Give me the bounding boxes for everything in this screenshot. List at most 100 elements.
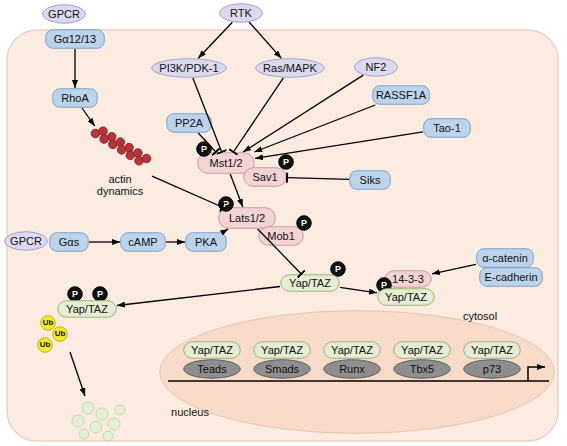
node-label: Ub [40, 340, 51, 349]
phosphate-badge: P [278, 154, 294, 170]
node-label: actin dynamics [88, 173, 152, 198]
receptor-oval: NF2 [354, 57, 398, 77]
activation-arrow [254, 105, 375, 152]
node-label: Mst1/2 [209, 157, 242, 170]
inhibition-connector [152, 176, 222, 207]
nucleus-ellipse: nucleusYap/TAZYap/TAZYap/TAZYap/TAZYap/T… [159, 310, 555, 434]
node-outline [53, 89, 98, 108]
node-label: RhoA [61, 92, 89, 105]
node-outline [464, 360, 521, 379]
node-outline [167, 114, 212, 133]
yap-taz-pill: Yap/TAZ [183, 341, 241, 359]
node-label: 14-3-3 [392, 273, 424, 286]
receptor-oval: GPCR [4, 231, 48, 251]
node-label: Lats1/2 [229, 212, 265, 225]
node-label: GPCR [48, 8, 80, 21]
node-label: P [283, 157, 289, 167]
node-label: Ub [43, 318, 54, 327]
activation-arrow [82, 108, 95, 126]
node-label: Mob1 [267, 230, 295, 243]
yap-taz-pill: Yap/TAZ [463, 341, 521, 359]
node-label: cAMP [128, 236, 157, 249]
degradation-fragment [96, 408, 108, 420]
yap-taz-pill: Yap/TAZ [323, 341, 381, 359]
node-outline [350, 171, 391, 190]
node-label: Runx [339, 363, 365, 376]
node-label: Tbx5 [410, 363, 434, 376]
yap-taz-pill: Yap/TAZ [393, 341, 451, 359]
degradation-fragment [108, 418, 120, 430]
node-label: Yap/TAZ [289, 277, 331, 290]
node-outline [324, 360, 381, 379]
regulator-box: RhoA [52, 88, 98, 108]
node-outline [424, 119, 471, 138]
phosphate-badge: P [92, 286, 108, 302]
node-outline [464, 342, 521, 359]
inhibition-connector [233, 78, 283, 152]
compartment-label: cytosol [463, 310, 497, 322]
ubiquitin-badge: Ub [40, 315, 56, 331]
node-outline [355, 58, 398, 77]
node-outline [184, 360, 241, 379]
node-label: P [223, 199, 229, 209]
regulator-box: PKA [185, 232, 227, 252]
regulator-box: PP2A [166, 113, 212, 133]
regulator-box: cAMP [120, 232, 166, 252]
transcription-factor-oval: Runx [323, 359, 381, 379]
inhibition-connector [287, 178, 349, 180]
node-outline [279, 155, 294, 170]
node-outline [254, 360, 311, 379]
degradation-fragment [79, 429, 89, 439]
node-label: RASSF1A [376, 89, 426, 102]
node-outline [186, 233, 227, 252]
node-outline [281, 275, 340, 292]
activation-arrow [166, 241, 185, 242]
inhibition-connector [193, 78, 222, 152]
node-label: Gα12/13 [54, 33, 96, 46]
node-label: P [97, 289, 103, 299]
node-outline [46, 30, 105, 49]
node-label: Smads [265, 363, 299, 376]
activation-arrow [255, 132, 423, 159]
regulator-box: Gα12/13 [45, 29, 105, 49]
node-label: NF2 [366, 61, 387, 74]
degradation-fragment [90, 421, 102, 433]
regulator-box: Siks [349, 170, 391, 190]
node-label: α-catenin [482, 252, 528, 265]
phosphate-badge: P [196, 141, 212, 157]
activation-arrow [243, 75, 363, 152]
transcription-factor-oval: Smads [253, 359, 311, 379]
inhibition-connector [198, 133, 216, 152]
transcription-factor-oval: Teads [183, 359, 241, 379]
node-label: Teads [197, 363, 226, 376]
node-label: Yap/TAZ [331, 344, 373, 357]
actin-monomer [142, 154, 151, 163]
node-label: Tao-1 [433, 122, 461, 135]
node-label: Yap/TAZ [385, 291, 427, 304]
activation-arrow [432, 264, 476, 274]
node-outline [184, 342, 241, 359]
receptor-oval: Ras/MAPK [255, 58, 325, 78]
inhibition-connector [258, 229, 302, 274]
node-label: P [201, 144, 207, 154]
receptor-oval: RTK [219, 3, 263, 23]
yap-taz-pill: Yap/TAZ [280, 274, 340, 292]
yap-taz-pill: Yap/TAZ [57, 300, 117, 318]
node-label: Ub [55, 329, 66, 338]
activation-arrow [230, 174, 243, 207]
node-label: GPCR [10, 235, 42, 248]
phosphate-badge: P [67, 286, 83, 302]
node-label: E-cadherin [484, 271, 537, 284]
node-label: Yap/TAZ [66, 303, 108, 316]
node-label: Gαs [59, 236, 79, 249]
actin-monomer [116, 138, 125, 147]
node-outline [373, 86, 430, 105]
actin-monomer [99, 127, 108, 136]
node-outline [38, 338, 53, 353]
actin-filament-group: actin dynamics [88, 126, 152, 198]
receptor-oval: PI3K/PDK-1 [151, 58, 227, 78]
node-outline [43, 5, 86, 24]
kinase-pill: Mob1 [258, 226, 304, 246]
activation-arrow [223, 229, 228, 232]
